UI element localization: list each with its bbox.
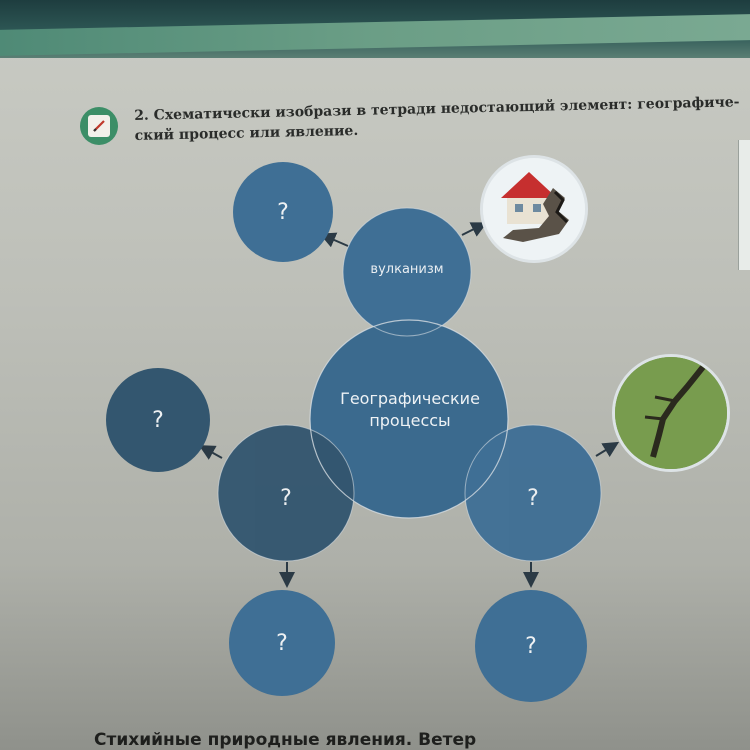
arrow-to-ground-photo (595, 441, 620, 458)
house-crack-photo (480, 155, 588, 263)
circle-top-left: ? (233, 162, 333, 262)
ground-crack-photo (612, 354, 730, 472)
question-mark: ? (525, 633, 537, 659)
question-mark: ? (152, 407, 164, 433)
circle-lower-right: ? (465, 425, 601, 561)
arrow-to-top-left (319, 232, 349, 248)
circle-mid-left: ? (106, 368, 210, 472)
circle-lower-left: ? (218, 425, 354, 561)
arrow-to-mid-left (198, 445, 223, 460)
pencil-icon (88, 115, 110, 137)
question-mark: ? (277, 199, 289, 225)
volcanism-label: вулканизм (370, 262, 444, 277)
circle-bottom-right: ? (475, 590, 587, 702)
question-mark: ? (276, 630, 288, 656)
pencil-task-icon (80, 107, 118, 145)
circle-volcanism (343, 208, 471, 336)
center-label-line-2: процессы (369, 411, 451, 430)
circle-bottom-left: ? (229, 590, 335, 696)
question-mark: ? (527, 485, 539, 511)
center-label: Географические процессы (310, 388, 510, 432)
question-mark: ? (280, 485, 292, 511)
center-label-line-1: Географические (340, 389, 480, 408)
arrow-to-house-photo (461, 222, 488, 237)
next-section-heading: Стихийные природные явления. Ветер (94, 730, 477, 750)
page-edge-tab (738, 140, 750, 270)
